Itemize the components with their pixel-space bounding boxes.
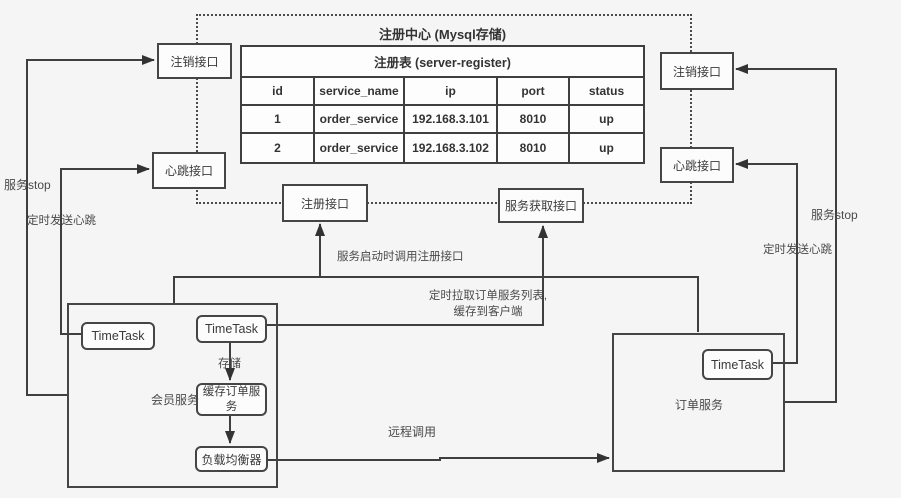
registry-table-header-row: id service_name ip port status: [242, 78, 643, 106]
cell-service-name: order_service: [315, 106, 405, 134]
order-service-label: 订单服务: [675, 398, 724, 412]
member-timetask-left-box: TimeTask: [81, 322, 155, 350]
cache-order-service-box: 缓存订单服务: [196, 383, 267, 416]
logout-interface-right-box: 注销接口: [660, 52, 734, 90]
col-header-id: id: [242, 78, 315, 106]
load-balancer-box: 负载均衡器: [195, 446, 268, 472]
heartbeat-send-label-right: 定时发送心跳: [763, 244, 832, 256]
table-row: 1 order_service 192.168.3.101 8010 up: [242, 106, 643, 134]
pull-list-label-line2: 缓存到客户端: [453, 306, 523, 318]
col-header-ip: ip: [405, 78, 498, 106]
heartbeat-send-label-left: 定时发送心跳: [27, 215, 96, 227]
cell-id: 2: [242, 134, 315, 162]
member-service-box: [67, 303, 278, 488]
cell-ip: 192.168.3.101: [405, 106, 498, 134]
register-interface-box: 注册接口: [282, 184, 368, 222]
col-header-status: status: [570, 78, 643, 106]
service-fetch-interface-box: 服务获取接口: [498, 188, 584, 223]
logout-interface-left-box: 注销接口: [157, 43, 232, 79]
heartbeat-interface-left-box: 心跳接口: [152, 152, 226, 189]
stop-label-left: 服务stop: [4, 178, 51, 192]
cell-status: up: [570, 106, 643, 134]
heartbeat-interface-right-box: 心跳接口: [660, 147, 734, 183]
member-timetask-right-box: TimeTask: [196, 315, 267, 343]
cell-port: 8010: [498, 134, 570, 162]
pull-list-label-line1: 定时拉取订单服务列表,: [428, 290, 548, 302]
order-timetask-box: TimeTask: [702, 349, 773, 380]
register-call-label: 服务启动时调用注册接口: [337, 251, 464, 263]
remote-call-label: 远程调用: [388, 425, 437, 439]
cell-service-name: order_service: [315, 134, 405, 162]
cell-id: 1: [242, 106, 315, 134]
table-row: 2 order_service 192.168.3.102 8010 up: [242, 134, 643, 162]
cell-status: up: [599, 141, 614, 155]
registry-table: 注册表 (server-register) id service_name ip…: [240, 45, 645, 164]
stop-label-right: 服务stop: [811, 208, 858, 222]
pull-list-label: 定时拉取订单服务列表, 缓存到客户端: [420, 287, 556, 319]
col-header-service-name: service_name: [315, 78, 405, 106]
cell-port: 8010: [498, 106, 570, 134]
registry-center-dashed-region: [196, 14, 692, 204]
registry-center-title: 注册中心 (Mysql存储): [378, 27, 507, 42]
order-service-box: [612, 333, 785, 472]
cell-ip: 192.168.3.102: [405, 134, 498, 162]
store-label: 存储: [218, 358, 241, 370]
registry-table-title: 注册表 (server-register): [242, 47, 643, 78]
member-service-label: 会员服务: [151, 393, 200, 407]
col-header-port: port: [498, 78, 570, 106]
